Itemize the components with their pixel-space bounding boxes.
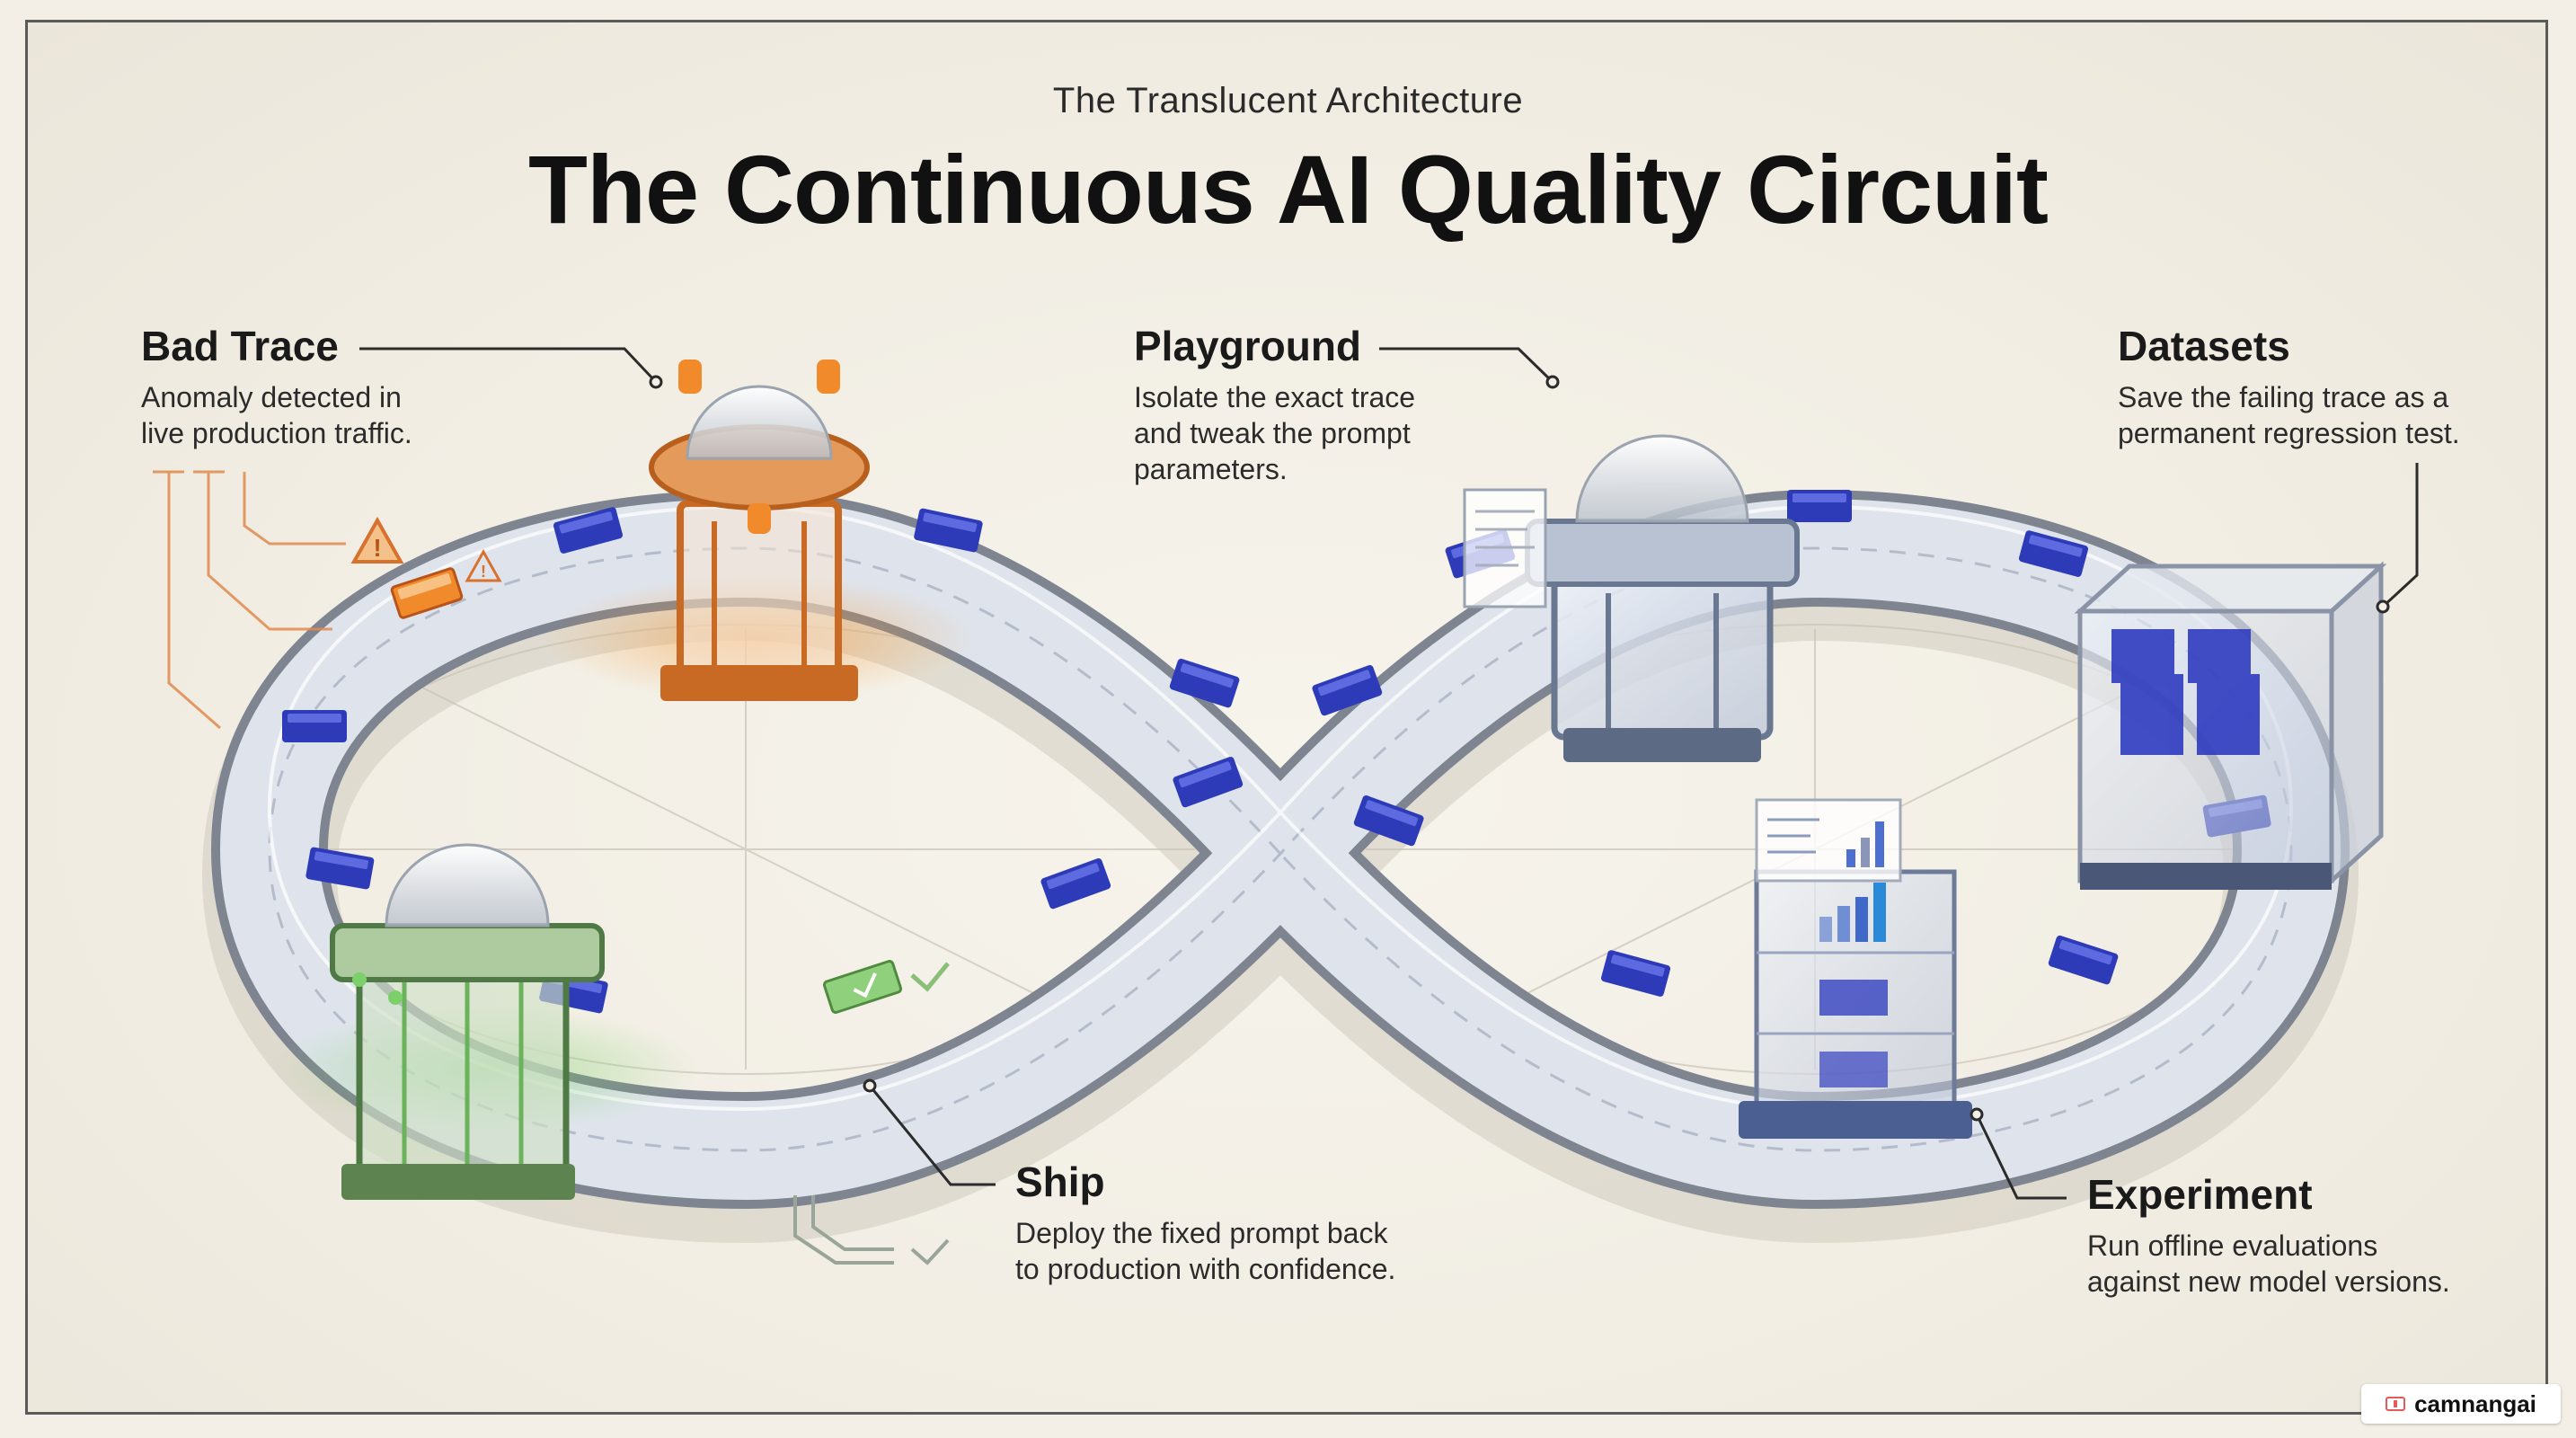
checkmark-icon	[910, 962, 950, 992]
book-icon	[2386, 1397, 2406, 1411]
label-bad-trace-desc: Anomaly detected in live production traf…	[141, 379, 412, 451]
svg-text:!: !	[481, 563, 486, 581]
desc-line: Anomaly detected in	[141, 381, 402, 413]
label-experiment-desc: Run offline evaluations against new mode…	[2087, 1228, 2450, 1300]
watermark-label: camnangai	[2414, 1389, 2536, 1417]
diagram-title: The Continuous AI Quality Circuit	[528, 135, 2049, 244]
data-block	[1600, 950, 1671, 997]
svg-text:!: !	[373, 534, 381, 562]
prompt-panel	[1463, 488, 1547, 608]
desc-line: against new model versions.	[2087, 1265, 2450, 1298]
label-ship-desc: Deploy the fixed prompt back to producti…	[1015, 1215, 1395, 1287]
label-playground-desc: Isolate the exact trace and tweak the pr…	[1134, 379, 1415, 487]
track-highlight	[267, 504, 2294, 1112]
label-ship-title: Ship	[1015, 1158, 1105, 1205]
leader-datasets	[2381, 463, 2419, 608]
label-experiment-title: Experiment	[2087, 1171, 2313, 1218]
desc-line: permanent regression test.	[2118, 417, 2460, 449]
data-block	[282, 710, 347, 742]
leader-experiment	[1975, 1114, 2067, 1200]
data-block	[1787, 490, 1852, 522]
desc-line: live production traffic.	[141, 417, 412, 449]
desc-line: parameters.	[1134, 453, 1288, 485]
data-block	[553, 507, 624, 554]
warning-icon: !	[350, 516, 404, 564]
anomalous-trace-block	[390, 567, 464, 619]
data-block	[2018, 530, 2089, 577]
checkmark-icon-secondary	[793, 1195, 950, 1265]
data-block	[2048, 935, 2119, 985]
station-experiment	[1739, 869, 1972, 1139]
label-datasets-desc: Save the failing trace as a permanent re…	[2118, 379, 2460, 451]
infinity-track	[202, 490, 2359, 1243]
data-blocks	[282, 490, 2271, 1014]
data-block	[1040, 858, 1111, 910]
desc-line: to production with confidence.	[1015, 1253, 1396, 1285]
station-datasets	[2074, 561, 2387, 890]
dataset-stacks	[2111, 629, 2260, 755]
data-block	[305, 847, 375, 890]
desc-line: Isolate the exact trace	[1134, 381, 1416, 413]
validated-trace-block	[822, 960, 903, 1014]
label-bad-trace-title: Bad Trace	[141, 323, 339, 369]
data-block	[914, 508, 983, 553]
track-centerline	[268, 546, 2293, 1152]
desc-line: and tweak the prompt	[1134, 417, 1411, 449]
data-block	[1353, 795, 1424, 847]
leader-playground	[1379, 347, 1554, 384]
desc-line: Deploy the fixed prompt back	[1015, 1217, 1388, 1249]
data-block	[1312, 665, 1383, 716]
station-ship	[270, 843, 701, 1200]
leader-lines	[359, 347, 2419, 1200]
results-panel	[1755, 798, 1902, 883]
desc-line: Run offline evaluations	[2087, 1229, 2378, 1262]
leader-ship	[868, 1085, 996, 1186]
station-bad-trace	[544, 360, 975, 701]
leader-bad-trace	[359, 347, 658, 384]
station-playground	[1525, 434, 1800, 762]
label-playground-title: Playground	[1134, 323, 1362, 369]
label-datasets-title: Datasets	[2118, 323, 2290, 369]
circuit-traces-orange	[153, 470, 346, 730]
watermark: camnangai	[2361, 1384, 2561, 1424]
warning-icon-secondary: !	[465, 548, 502, 582]
desc-line: Save the failing trace as a	[2118, 381, 2449, 413]
data-block	[1169, 658, 1240, 708]
diagram-subtitle: The Translucent Architecture	[1052, 81, 1524, 120]
data-block	[1173, 757, 1244, 808]
bar-chart-icon	[1819, 883, 1886, 942]
